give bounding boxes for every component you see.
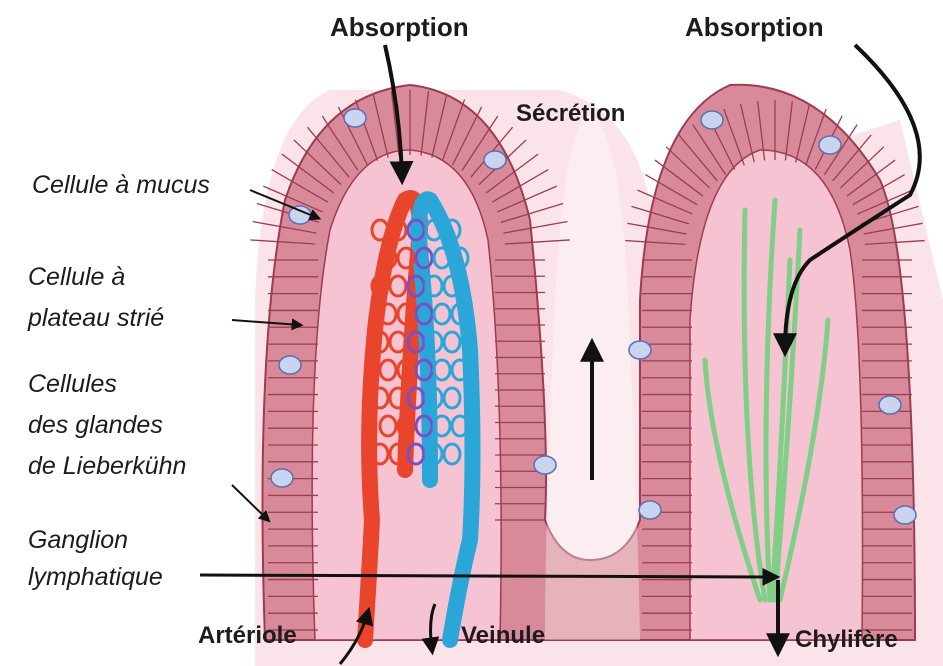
absorption-label-right: Absorption xyxy=(685,12,824,43)
mucus-cell-label: Cellule à mucus xyxy=(32,170,210,201)
goblet-cell xyxy=(271,469,293,487)
goblet-cell xyxy=(534,456,556,474)
glands-label-line1: Cellules xyxy=(28,369,117,400)
arteriole-label: Artériole xyxy=(198,622,297,650)
glands-label-line3: de Lieberkühn xyxy=(28,451,186,482)
goblet-cell xyxy=(894,506,916,524)
goblet-cell xyxy=(701,111,723,129)
chylifere-label: Chylifère xyxy=(795,626,898,654)
goblet-cell xyxy=(484,151,506,169)
venule-label: Veinule xyxy=(461,622,545,650)
absorption-label-left: Absorption xyxy=(330,12,469,43)
goblet-cell xyxy=(629,341,651,359)
lymph-leader xyxy=(200,575,775,577)
goblet-cell xyxy=(279,356,301,374)
striated-cell-label-line1: Cellule à xyxy=(28,262,125,293)
lymph-label-line2: lymphatique xyxy=(28,562,163,593)
lymph-label-line1: Ganglion xyxy=(28,525,128,556)
striated-cell-label-line2: plateau strié xyxy=(28,303,164,334)
goblet-cell xyxy=(879,396,901,414)
goblet-cell xyxy=(639,501,661,519)
goblet-cell xyxy=(819,136,841,154)
goblet-cell xyxy=(344,109,366,127)
goblet-cell xyxy=(289,206,311,224)
glands-label-line2: des glandes xyxy=(28,410,163,441)
secretion-label: Sécrétion xyxy=(516,100,625,128)
